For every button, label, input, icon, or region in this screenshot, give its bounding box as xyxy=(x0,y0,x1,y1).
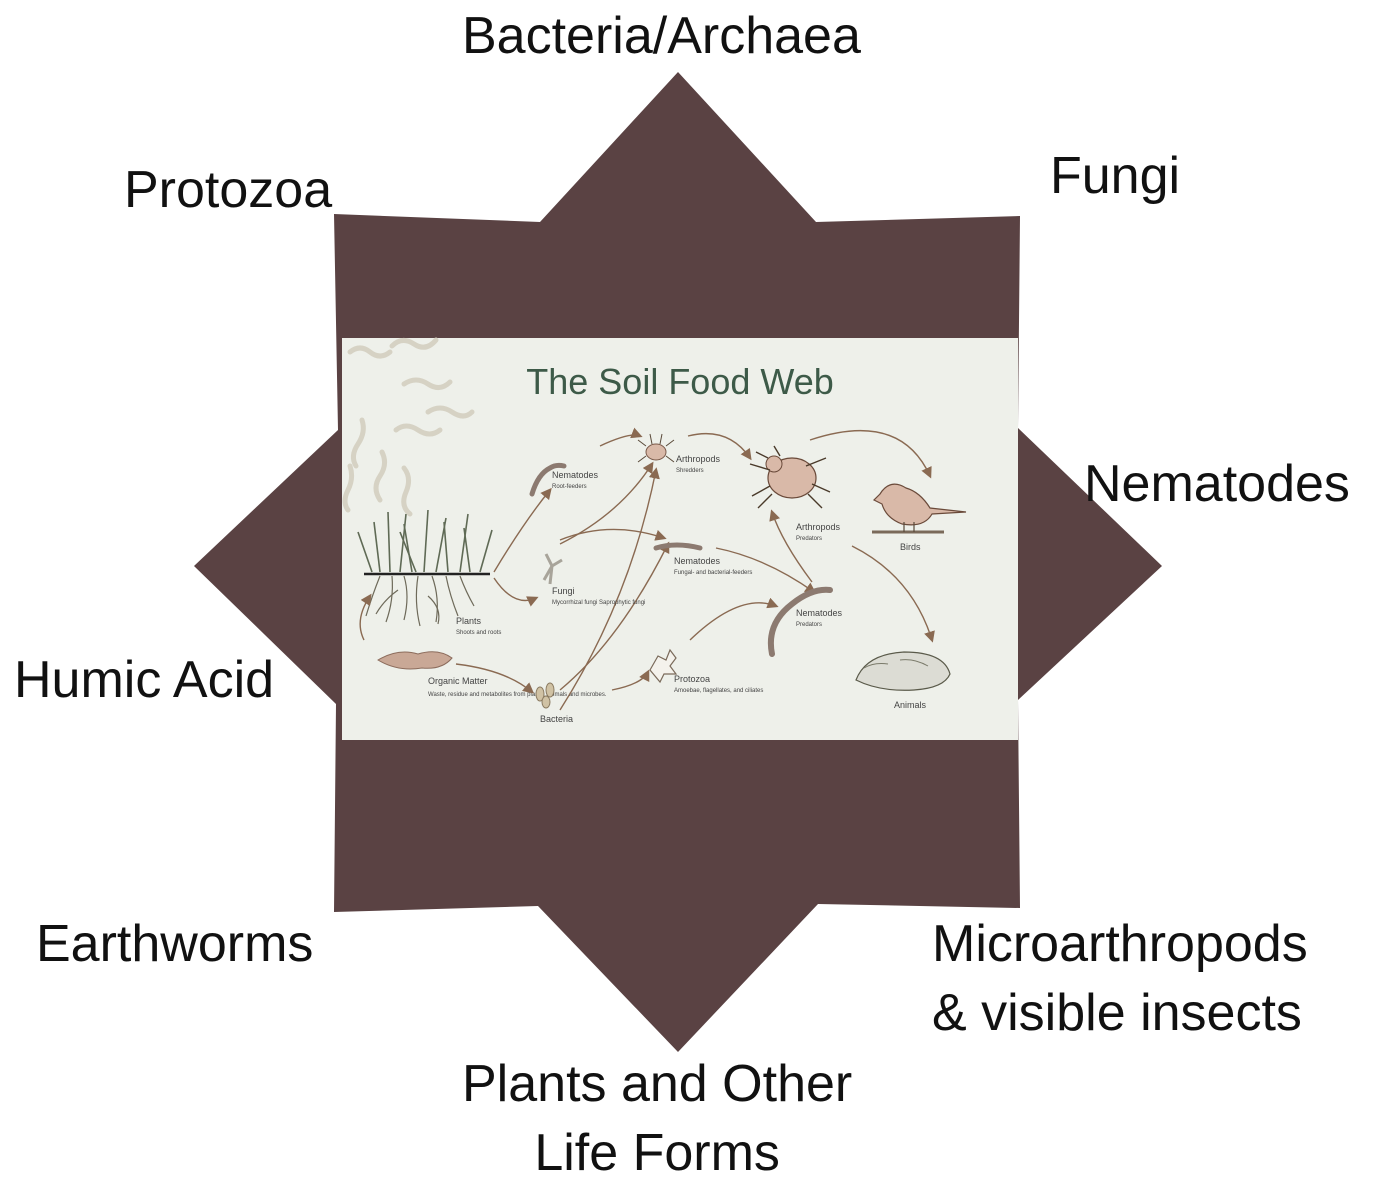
label-microarthropods: Microarthropods & visible insects xyxy=(932,910,1308,1047)
svg-text:Predators: Predators xyxy=(796,622,822,628)
svg-text:Nematodes: Nematodes xyxy=(552,470,599,480)
svg-text:Fungi: Fungi xyxy=(552,586,575,596)
svg-text:Organic Matter: Organic Matter xyxy=(428,676,488,686)
label-plants-line2: Life Forms xyxy=(462,1119,852,1187)
svg-text:Nematodes: Nematodes xyxy=(796,608,843,618)
svg-text:Arthropods: Arthropods xyxy=(676,454,721,464)
svg-text:Plants: Plants xyxy=(456,616,482,626)
food-web-title: The Soil Food Web xyxy=(526,361,834,402)
svg-text:Mycorrhizal fungi Saprophytic: Mycorrhizal fungi Saprophytic fungi xyxy=(552,600,645,606)
bacteria-label: Bacteria xyxy=(540,714,573,724)
label-microarthropods-line1: Microarthropods xyxy=(932,910,1308,979)
label-plants-other: Plants and Other Life Forms xyxy=(462,1050,852,1187)
svg-text:Amoebae, flagellates, and cili: Amoebae, flagellates, and ciliates xyxy=(674,688,763,694)
svg-text:Nematodes: Nematodes xyxy=(674,556,721,566)
label-plants-line1: Plants and Other xyxy=(462,1050,852,1119)
label-protozoa: Protozoa xyxy=(124,156,332,225)
svg-text:Fungal- and bacterial-feeders: Fungal- and bacterial-feeders xyxy=(674,570,752,576)
svg-text:Arthropods: Arthropods xyxy=(796,522,841,532)
label-humic-acid: Humic Acid xyxy=(14,646,274,715)
svg-text:Waste, residue and metabolites: Waste, residue and metabolites from plan… xyxy=(428,692,607,698)
svg-text:Shoots and roots: Shoots and roots xyxy=(456,630,501,636)
label-fungi: Fungi xyxy=(1050,142,1180,211)
animals-label: Animals xyxy=(894,700,927,710)
svg-text:Shredders: Shredders xyxy=(676,468,704,474)
label-bacteria-archaea: Bacteria/Archaea xyxy=(462,2,861,71)
birds-label: Birds xyxy=(900,542,921,552)
soil-food-web-panel: Plants Shoots and roots Organic Matter W… xyxy=(342,338,1018,740)
label-microarthropods-line2: & visible insects xyxy=(932,979,1308,1048)
label-nematodes: Nematodes xyxy=(1084,450,1350,519)
svg-text:Root-feeders: Root-feeders xyxy=(552,484,587,490)
svg-text:Predators: Predators xyxy=(796,536,822,542)
svg-text:Protozoa: Protozoa xyxy=(674,674,710,684)
label-earthworms: Earthworms xyxy=(36,910,313,979)
